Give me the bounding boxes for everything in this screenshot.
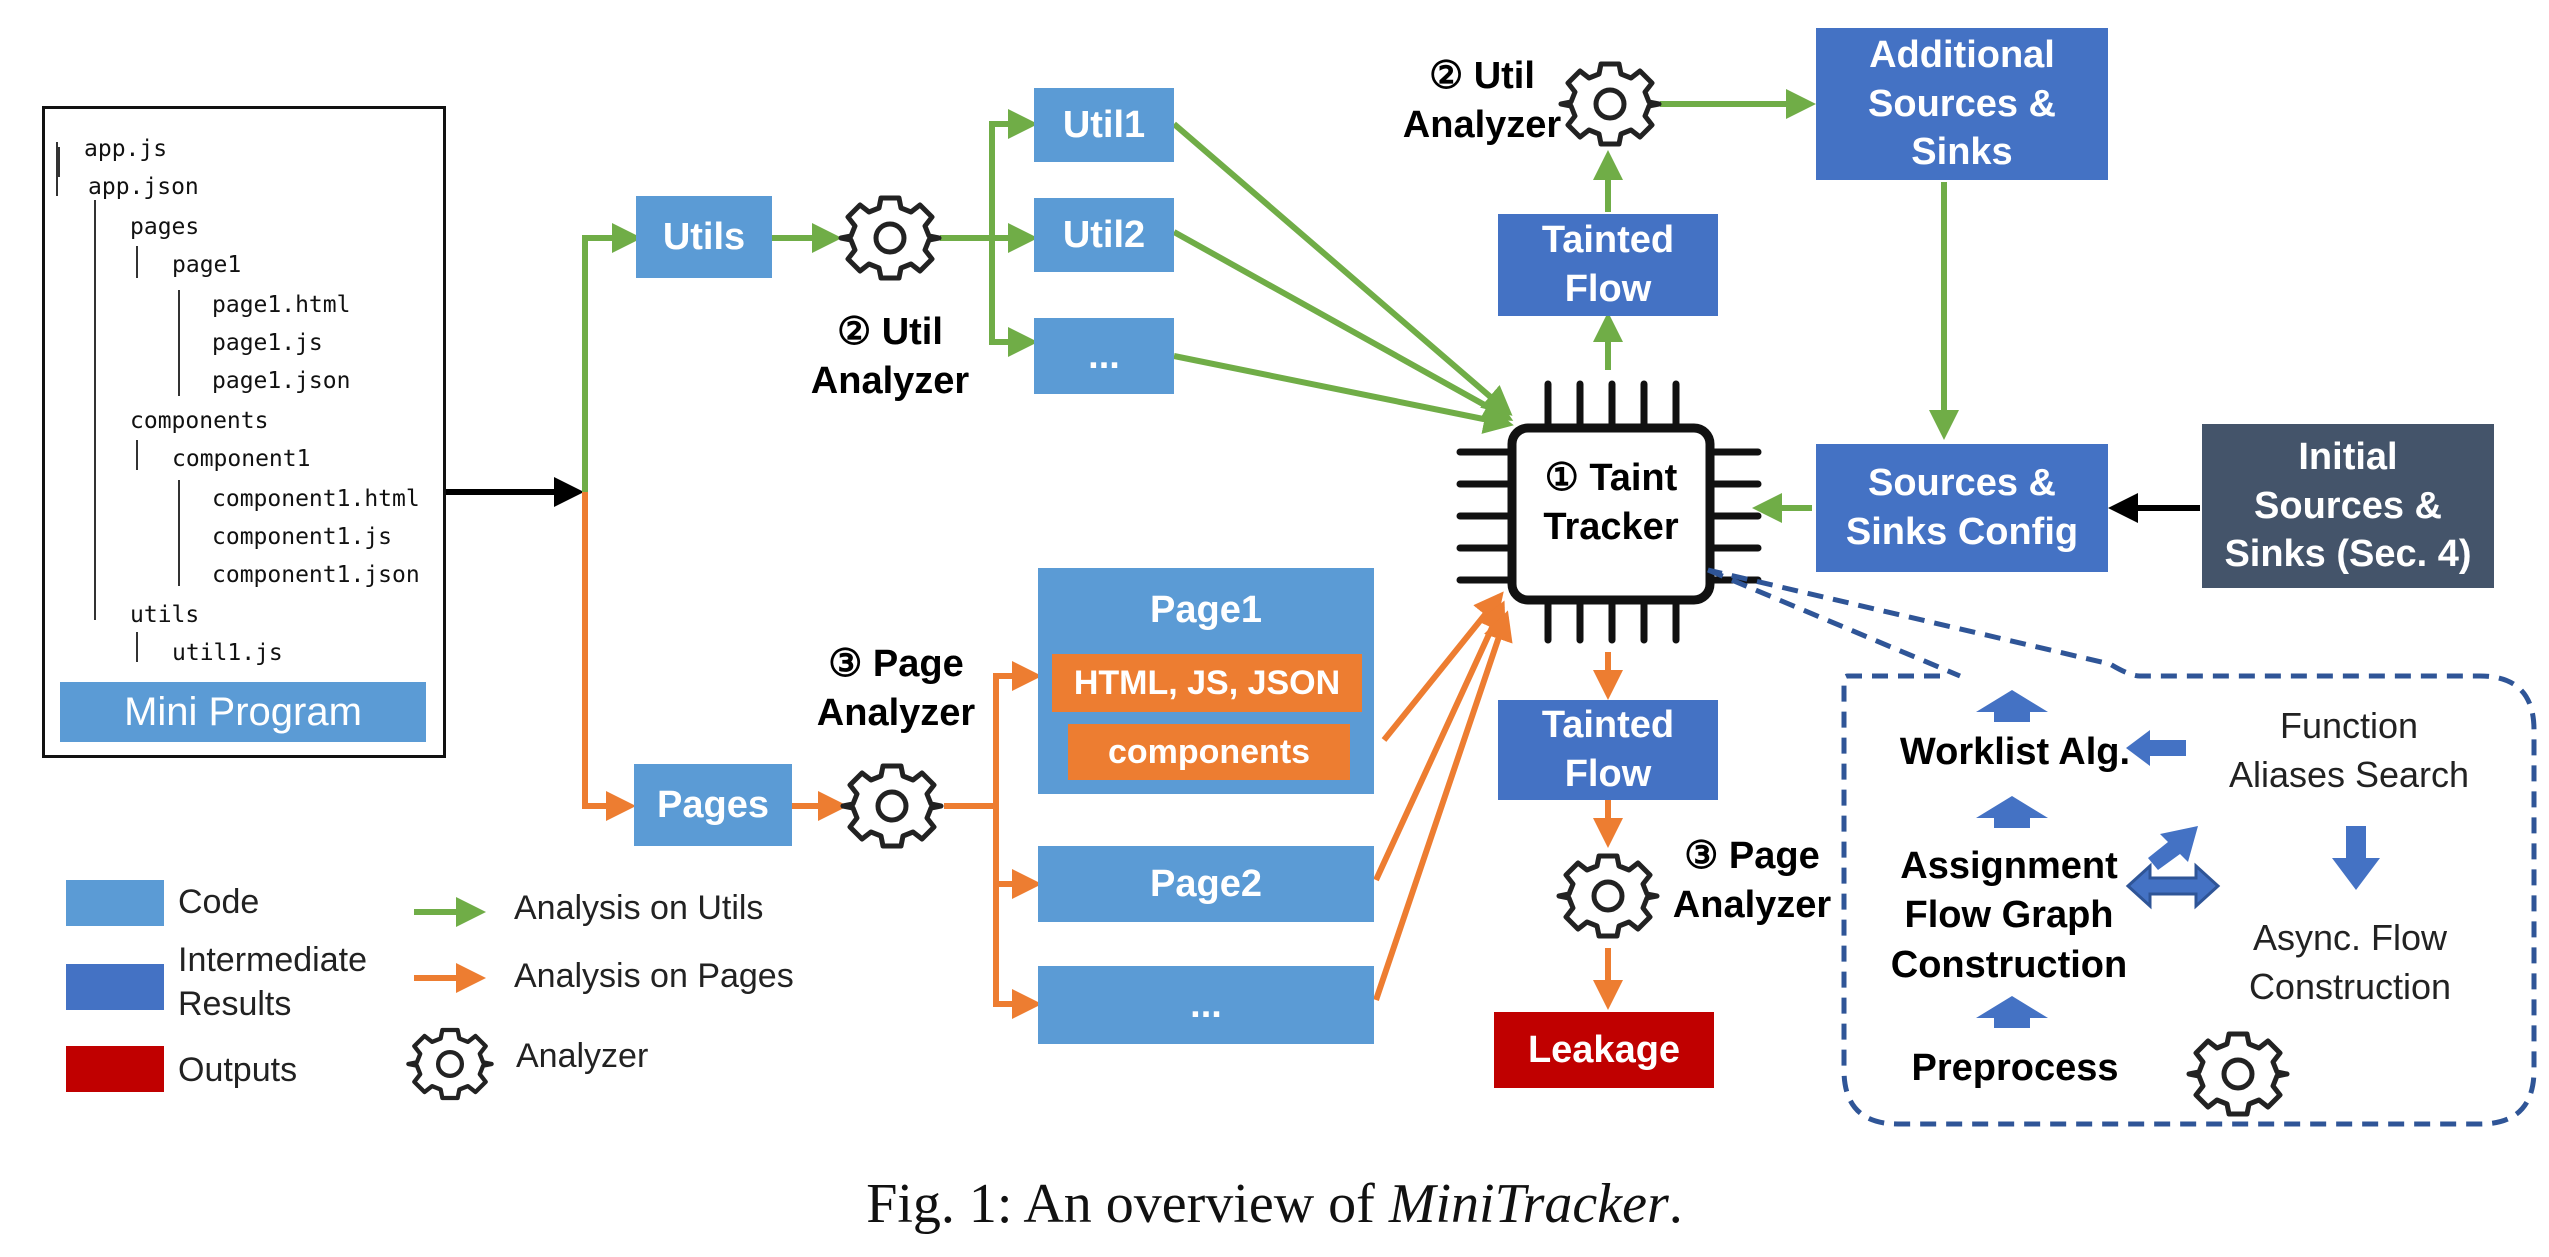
tree-item: utils xyxy=(130,602,200,628)
taint-tracker-label: ① Taint Tracker xyxy=(1543,457,1679,549)
caption-suffix: . xyxy=(1668,1173,1683,1235)
page-more-box: ... xyxy=(1038,966,1374,1044)
page1-box: Page1 HTML, JS, JSON components xyxy=(1038,568,1374,794)
tree-item: components xyxy=(130,408,269,434)
legend-code-swatch xyxy=(66,880,164,926)
tainted-flow-top: Tainted Flow xyxy=(1498,214,1718,316)
legend-analyzer-label: Analyzer xyxy=(516,1037,649,1075)
tree-item: app.json xyxy=(88,174,199,200)
page-analyzer-gear-icon-2 xyxy=(1559,856,1657,936)
file-tree-panel xyxy=(42,106,446,758)
legend-intermediate-swatch xyxy=(66,964,164,1010)
page2-box: Page2 xyxy=(1038,846,1374,922)
util1-box: Util1 xyxy=(1034,88,1174,162)
async-flow-label: Async. Flow Construction xyxy=(2248,917,2452,1007)
legend-outputs-label: Outputs xyxy=(178,1051,298,1089)
pages-box: Pages xyxy=(634,764,792,846)
tree-item: component1.html xyxy=(212,486,420,512)
leakage-box: Leakage xyxy=(1494,1012,1714,1088)
page-analyzer-gear-icon xyxy=(843,766,941,846)
additional-sources-box: Additional Sources & Sinks xyxy=(1816,28,2108,180)
tree-item: component1.json xyxy=(212,562,420,588)
taint-tracker-chip xyxy=(1456,380,1762,644)
legend-utils-label: Analysis on Utils xyxy=(514,889,764,927)
initial-sources-box: Initial Sources & Sinks (Sec. 4) xyxy=(2202,424,2494,588)
legend-intermediate-label: Intermediate Results xyxy=(178,941,367,1024)
tree-item: page1.js xyxy=(212,330,323,356)
tree-item: pages xyxy=(130,214,200,240)
page1-html-js-json: HTML, JS, JSON xyxy=(1052,654,1362,712)
worklist-label: Worklist Alg. xyxy=(1899,731,2131,773)
tree-item: util1.js xyxy=(172,640,283,666)
util2-box: Util2 xyxy=(1034,198,1174,272)
tree-item: component1 xyxy=(172,446,311,472)
tree-item: page1.json xyxy=(212,368,351,394)
mini-program-label: Mini Program xyxy=(60,682,426,742)
util-analyzer-gear-icon xyxy=(841,198,939,278)
tree-item: page1.html xyxy=(212,292,351,318)
detail-gear-icon xyxy=(2189,1034,2287,1114)
page-analyzer-label-2: ③ Page Analyzer xyxy=(1672,835,1832,927)
legend-gear-icon xyxy=(408,1030,491,1098)
legend-code-label: Code xyxy=(178,883,260,921)
block-arrow-up xyxy=(1976,690,2048,722)
utils-box: Utils xyxy=(636,196,772,278)
tree-item: app.js xyxy=(84,136,168,162)
util-more-box: ... xyxy=(1034,318,1174,394)
caption-prefix: Fig. 1: An overview of xyxy=(866,1173,1389,1235)
assignment-flow-label: Assignment Flow Graph Construction xyxy=(1890,845,2128,986)
tainted-flow-bottom: Tainted Flow xyxy=(1498,700,1718,800)
caption-name: MiniTracker xyxy=(1388,1173,1669,1235)
tree-item: component1.js xyxy=(212,524,393,550)
function-aliases-label: Function Aliases Search xyxy=(2228,705,2470,795)
figure-caption: Fig. 1: An overview of MiniTracker. xyxy=(0,1172,2549,1236)
page-analyzer-label: ③ Page Analyzer xyxy=(816,643,976,735)
util-analyzer-label-2: ② Util Analyzer xyxy=(1402,55,1562,147)
tree-item: page1 xyxy=(172,252,242,278)
page1-title: Page1 xyxy=(1150,588,1262,631)
sources-config-box: Sources & Sinks Config xyxy=(1816,444,2108,572)
util-analyzer-label: ② Util Analyzer xyxy=(810,311,970,403)
legend-outputs-swatch xyxy=(66,1046,164,1092)
legend-pages-label: Analysis on Pages xyxy=(514,957,794,995)
preprocess-label: Preprocess xyxy=(1911,1047,2119,1089)
page1-components: components xyxy=(1068,724,1350,780)
